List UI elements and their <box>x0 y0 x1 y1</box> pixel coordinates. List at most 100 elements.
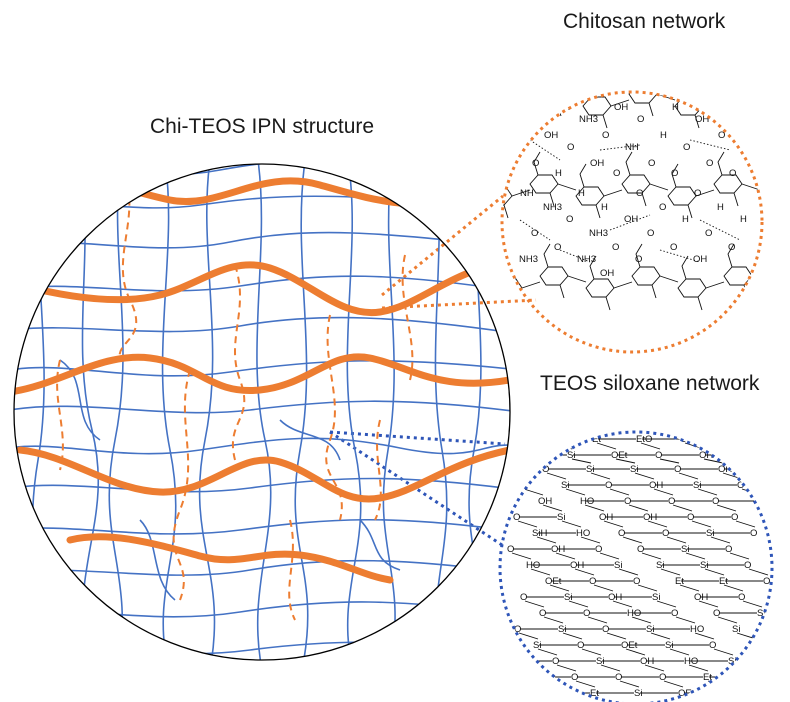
chitosan-atom-label: NH3 <box>510 74 529 85</box>
teos-atom-label: O <box>671 608 678 619</box>
teos-atom-label: OH <box>551 544 565 555</box>
chitosan-atom-label: NH3 <box>519 254 538 265</box>
teos-atom-label: Et <box>504 688 513 699</box>
teos-atom-label: Si <box>656 560 664 571</box>
teos-atom-label: O <box>595 544 602 555</box>
chitosan-zoom-circle <box>500 90 764 354</box>
teos-atom-label: O <box>712 496 719 507</box>
chitosan-atom-label: O <box>705 228 712 239</box>
chitosan-atom-label: O <box>566 214 573 225</box>
chitosan-atom-label: O <box>626 74 633 85</box>
teos-atom-label: Si <box>756 496 764 507</box>
teos-atom-label: Si <box>700 560 708 571</box>
teos-atom-label: Si <box>614 560 622 571</box>
teos-title: TEOS siloxane network <box>540 372 760 395</box>
teos-atom-label: O <box>637 544 644 555</box>
teos-atom-label: Et <box>592 434 601 445</box>
teos-atom-label: O <box>668 496 675 507</box>
chitosan-atom-label: NH3 <box>589 228 608 239</box>
teos-atom-label: OH <box>608 592 622 603</box>
chitosan-atom-label: O <box>636 188 643 199</box>
chitosan-atom-label: O <box>637 114 644 125</box>
teos-atom-label: Si <box>630 464 638 475</box>
teos-atom-label: O <box>624 496 631 507</box>
chitosan-atom-label: O <box>683 142 690 153</box>
chitosan-atom-label: O <box>670 242 677 253</box>
chitosan-atom-label: O <box>729 168 736 179</box>
teos-atom-label: Si <box>567 450 575 461</box>
teos-atom-label: Si <box>564 592 572 603</box>
chitosan-atom-label: O <box>648 158 655 169</box>
teos-atom-label: Si <box>533 640 541 651</box>
teos-atom-label: O <box>513 512 520 523</box>
teos-atom-label: Et <box>703 672 712 683</box>
teos-atom-label: O <box>508 656 515 667</box>
teos-atom-label: O <box>605 480 612 491</box>
teos-atom-label: O <box>725 544 732 555</box>
chitosan-atom-label: NH3 <box>579 114 598 125</box>
teos-atom-label: O <box>750 528 757 539</box>
teos-atom-label: OH <box>643 512 657 523</box>
teos-atom-label: O <box>523 450 530 461</box>
teos-atom-label: OH <box>649 480 663 491</box>
teos-atom-label: O <box>762 464 769 475</box>
chitosan-atom-label: O <box>531 228 538 239</box>
teos-atom-label: O <box>662 528 669 539</box>
teos-atom-label: HO <box>690 624 704 635</box>
chitosan-atom-label: H <box>672 102 679 113</box>
teos-atom-label: HO <box>576 528 590 539</box>
chitosan-atom-label: O <box>728 242 735 253</box>
teos-atom-label: O <box>763 576 770 587</box>
teos-atom-label: Si <box>665 640 673 651</box>
chitosan-atom-label: H <box>682 214 689 225</box>
teos-atom-label: Si <box>634 688 642 699</box>
teos-atom-label: O <box>539 608 546 619</box>
chitosan-atom-label: OH <box>600 268 614 279</box>
chitosan-connector-lines <box>381 194 537 310</box>
teos-atom-label: O <box>571 672 578 683</box>
chitosan-atom-label: OH <box>624 214 638 225</box>
chitosan-atom-label: O <box>591 84 598 95</box>
teos-atom-label: Et <box>675 576 684 587</box>
teos-atom-label: OH <box>640 656 654 667</box>
chitosan-atom-label: H <box>578 188 585 199</box>
teos-atom-label: Et <box>719 576 728 587</box>
teos-atom-label: OEt <box>527 672 544 683</box>
teos-atom-label: OEt <box>621 640 638 651</box>
teos-atom-label: O <box>722 688 729 699</box>
teos-atom-label: OH <box>570 560 584 571</box>
chitosan-atom-label: NH <box>625 142 639 153</box>
teos-atom-label: O <box>731 512 738 523</box>
chitosan-title: Chitosan network <box>563 10 726 33</box>
teos-atom-label: O <box>744 560 751 571</box>
chitosan-atom-label: O <box>635 254 642 265</box>
teos-atom-label: HO <box>580 496 594 507</box>
teos-atom-label: O <box>713 608 720 619</box>
teos-atom-label: Si <box>548 434 556 445</box>
chitosan-atom-label: O <box>706 158 713 169</box>
teos-atom-label: O <box>738 592 745 603</box>
chitosan-atom-label: H <box>717 202 724 213</box>
chitosan-atom-label: O <box>718 130 725 141</box>
chitosan-atom-label: OH <box>568 74 582 85</box>
ipn-structure-circle <box>13 163 511 661</box>
teos-atom-label: O <box>659 672 666 683</box>
teos-atom-label: Si <box>652 592 660 603</box>
teos-atom-label: SiH <box>532 528 547 539</box>
chitosan-atom-label: O <box>730 102 737 113</box>
chitosan-atom-label: O <box>707 84 714 95</box>
teos-atom-label: O <box>687 512 694 523</box>
teos-atom-label: O <box>615 672 622 683</box>
teos-atom-label: Si <box>747 672 755 683</box>
teos-atom-label: EtO <box>636 434 652 445</box>
teos-atom-label: O <box>507 544 514 555</box>
teos-atom-label: O <box>709 640 716 651</box>
teos-atom-label: OH <box>538 496 552 507</box>
teos-atom-label: OEt <box>545 576 562 587</box>
chitosan-atom-label: OH <box>693 254 707 265</box>
chitosan-atom-label: NH3 <box>741 142 760 153</box>
teos-atom-label: Si <box>681 544 689 555</box>
